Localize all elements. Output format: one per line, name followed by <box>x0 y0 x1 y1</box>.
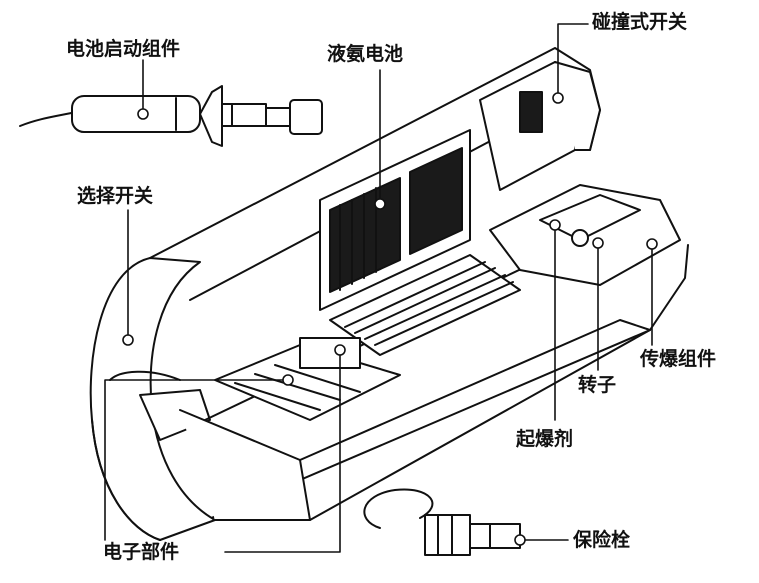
electronics-tray <box>214 337 401 421</box>
label-selector-switch: 选择开关 <box>77 185 154 207</box>
dot-electronic-parts <box>282 374 294 386</box>
safety-pin-part <box>363 488 521 556</box>
label-electronic-parts: 电子部件 <box>103 541 180 563</box>
dot-battery-starter <box>137 108 149 120</box>
label-booster-assembly: 传爆组件 <box>640 348 717 370</box>
dot-impact-switch <box>552 92 564 104</box>
label-battery-starter: 电池启动组件 <box>66 38 181 60</box>
dot-selector-switch <box>122 334 134 346</box>
dot-safety-pin <box>514 534 526 546</box>
battery-starter-part <box>71 85 323 147</box>
leader-impact-switch <box>557 23 589 97</box>
booster-area <box>489 184 681 286</box>
dot-detonator <box>549 219 561 231</box>
impact-switch-housing <box>479 61 601 191</box>
dot-electronic-parts-2 <box>334 344 346 356</box>
starter-cable <box>19 111 77 127</box>
label-impact-switch: 碰撞式开关 <box>592 11 688 33</box>
dot-liquid-ammonia-battery <box>374 198 386 210</box>
label-rotor: 转子 <box>578 374 617 396</box>
label-safety-pin: 保险栓 <box>573 529 631 551</box>
leader-electronic-parts-2 <box>224 351 341 553</box>
leader-electronic-parts <box>104 379 286 541</box>
label-detonator: 起爆剂 <box>516 428 574 450</box>
dot-booster-assembly <box>646 238 658 250</box>
label-liquid-ammonia-battery: 液氨电池 <box>327 43 404 65</box>
dot-rotor <box>592 237 604 249</box>
